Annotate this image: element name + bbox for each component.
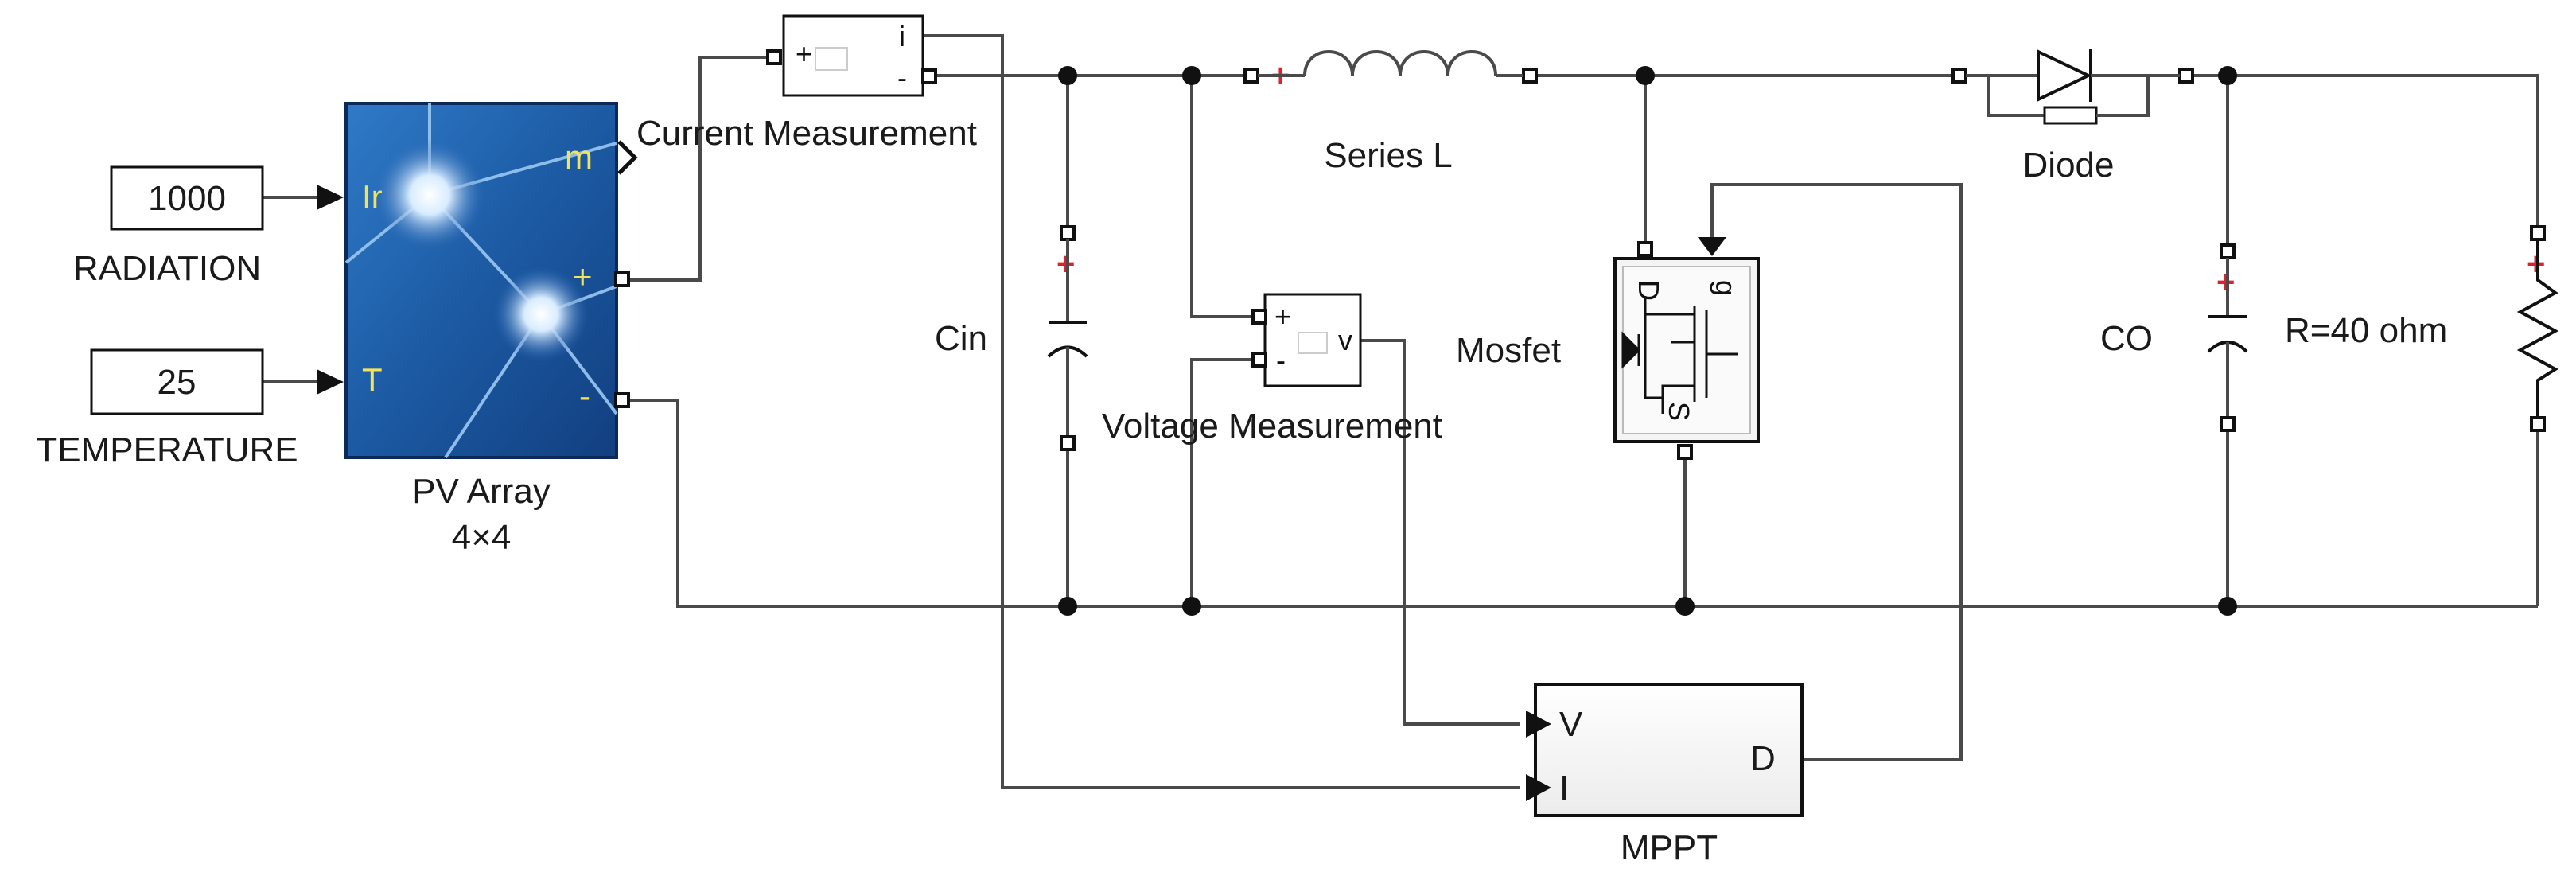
cm-plus-port[interactable] (766, 49, 782, 65)
mppt-label: MPPT (1621, 828, 1718, 867)
arrow-icon (317, 369, 344, 395)
wires (263, 34, 2539, 789)
radiation-label: RADIATION (73, 249, 261, 288)
current-measurement-label: Current Measurement (636, 114, 977, 153)
pv-glow (374, 139, 485, 251)
inductor-port-out[interactable] (1522, 68, 1538, 84)
vm-minus-label: - (1276, 344, 1286, 376)
temperature-constant[interactable]: 25 TEMPERATURE (36, 348, 344, 469)
voltage-measurement-block[interactable]: + - v Voltage Measurement (1102, 293, 1442, 446)
pv-minus-port[interactable] (614, 392, 630, 408)
junctions (1058, 66, 2237, 616)
mosfet-symbol-icon (1621, 296, 1738, 414)
pv-port-m-label: m (565, 138, 593, 176)
cm-minus-port[interactable] (921, 68, 937, 84)
cin-capacitor[interactable]: + Cin (935, 225, 1088, 451)
snubber-resistor-icon (2043, 106, 2098, 125)
mosfet-g-label: g (1710, 280, 1742, 296)
arrow-icon (317, 185, 344, 210)
co-capacitor[interactable]: + CO (2100, 243, 2248, 432)
cin-port-bottom[interactable] (1060, 435, 1076, 451)
diode-port-out[interactable] (2178, 68, 2194, 84)
polarity-plus-icon: + (2216, 265, 2235, 300)
mosfet-block[interactable]: D g S Mosfet (1456, 237, 1760, 460)
mppt-i-label: I (1559, 769, 1569, 808)
radiation-value: 1000 (148, 179, 226, 218)
pv-port-plus-label: + (573, 258, 593, 295)
gate-arrow-icon (1698, 237, 1726, 256)
meter-icon (815, 47, 848, 71)
mosfet-d-label: D (1632, 280, 1665, 301)
temperature-label: TEMPERATURE (36, 430, 298, 469)
resistor-zigzag-icon (2516, 239, 2559, 418)
vm-v-label: v (1338, 324, 1352, 356)
pv-array-label: PV Array (412, 472, 551, 511)
co-port-bottom[interactable] (2220, 416, 2236, 432)
series-l-label: Series L (1324, 136, 1452, 175)
mosfet-source-port[interactable] (1677, 444, 1693, 460)
series-inductor[interactable]: + Series L (1243, 50, 1538, 175)
arrow-icon (1526, 711, 1551, 738)
cm-minus-label: - (897, 61, 907, 94)
pv-port-ir-label: Ir (362, 178, 383, 216)
vm-plus-port[interactable] (1251, 309, 1267, 325)
mosfet-drain-port[interactable] (1637, 241, 1653, 257)
radiation-constant[interactable]: 1000 RADIATION (73, 165, 344, 288)
pv-array-block[interactable]: Ir T m + - PV Array 4×4 (344, 102, 638, 557)
pv-port-t-label: T (362, 361, 383, 399)
load-resistor[interactable]: + R=40 ohm (2285, 225, 2559, 432)
current-measurement-block[interactable]: + - i Current Measurement (636, 14, 977, 153)
pv-glow (493, 267, 589, 362)
diode-block[interactable]: Diode (1951, 49, 2194, 185)
inductor-port-in[interactable] (1243, 68, 1259, 84)
mosfet-label: Mosfet (1456, 331, 1561, 370)
mppt-d-label: D (1750, 739, 1776, 778)
vm-minus-port[interactable] (1251, 352, 1267, 368)
mppt-v-label: V (1559, 705, 1583, 744)
cin-port-top[interactable] (1060, 225, 1076, 241)
cm-plus-label: + (796, 37, 812, 70)
cm-i-label: i (899, 20, 905, 53)
temperature-value: 25 (158, 363, 197, 402)
diode-port-in[interactable] (1951, 68, 1967, 84)
load-port-bottom[interactable] (2530, 416, 2546, 432)
pv-array-sublabel: 4×4 (452, 518, 512, 557)
diode-triangle-icon (2037, 49, 2092, 103)
polarity-plus-icon: + (1056, 247, 1075, 282)
load-label: R=40 ohm (2285, 311, 2447, 350)
mppt-block[interactable]: V I D MPPT (1526, 683, 1804, 867)
mosfet-s-label: S (1663, 402, 1695, 421)
pv-plus-port[interactable] (614, 271, 630, 287)
co-port-top[interactable] (2220, 243, 2236, 259)
pv-port-minus-label: - (579, 377, 590, 415)
output-arrow-icon (617, 140, 638, 175)
polarity-plus-icon: + (2527, 247, 2545, 282)
voltage-measurement-label: Voltage Measurement (1102, 407, 1442, 446)
arrow-icon (1526, 774, 1551, 801)
load-port-top[interactable] (2530, 225, 2546, 241)
cin-label: Cin (935, 319, 987, 358)
diode-label: Diode (2023, 146, 2115, 185)
meter-icon (1298, 332, 1328, 354)
co-label: CO (2100, 319, 2153, 358)
vm-plus-label: + (1274, 300, 1291, 333)
